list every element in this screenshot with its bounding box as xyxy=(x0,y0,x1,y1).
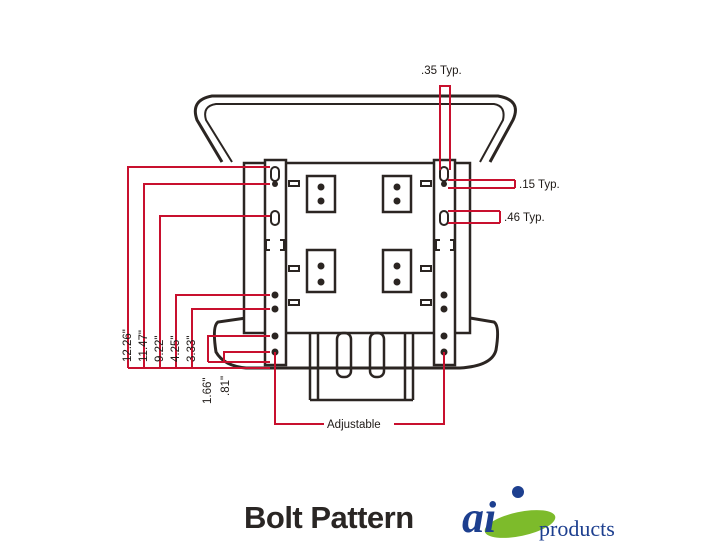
label-adjustable: Adjustable xyxy=(327,419,381,431)
logo-dot-icon xyxy=(512,486,524,498)
label-035-typ: .35 Typ. xyxy=(421,65,462,77)
label-046-typ: .46 Typ. xyxy=(504,212,545,224)
dim-9-22: 9.22" xyxy=(154,336,166,362)
ai-products-logo: ai xyxy=(462,486,556,542)
dimension-lines xyxy=(127,85,516,425)
rail-bracket-marks xyxy=(265,239,455,251)
suspension-frame xyxy=(308,331,415,402)
dim-4-25: 4.25" xyxy=(170,336,182,362)
dim-11-47: 11.47" xyxy=(138,330,150,362)
caption-bolt-pattern: Bolt Pattern xyxy=(244,500,414,535)
mounting-block-holes xyxy=(317,183,401,286)
logo-letters: ai xyxy=(462,493,497,542)
rail-tabs xyxy=(288,180,432,306)
rail-holes xyxy=(271,181,448,356)
seat-back-outline xyxy=(193,94,517,163)
label-015-typ: .15 Typ. xyxy=(519,179,560,191)
seat-back-inner xyxy=(204,103,505,163)
logo-word: products xyxy=(539,516,615,541)
dim-12-26: 12.26" xyxy=(122,329,134,362)
mounting-blocks xyxy=(305,174,413,294)
dim-0-81: .81" xyxy=(220,376,232,396)
dim-3-33: 3.33" xyxy=(186,336,198,362)
dim-1-66: 1.66" xyxy=(202,378,214,404)
logo-green-swoosh-icon xyxy=(484,510,556,538)
